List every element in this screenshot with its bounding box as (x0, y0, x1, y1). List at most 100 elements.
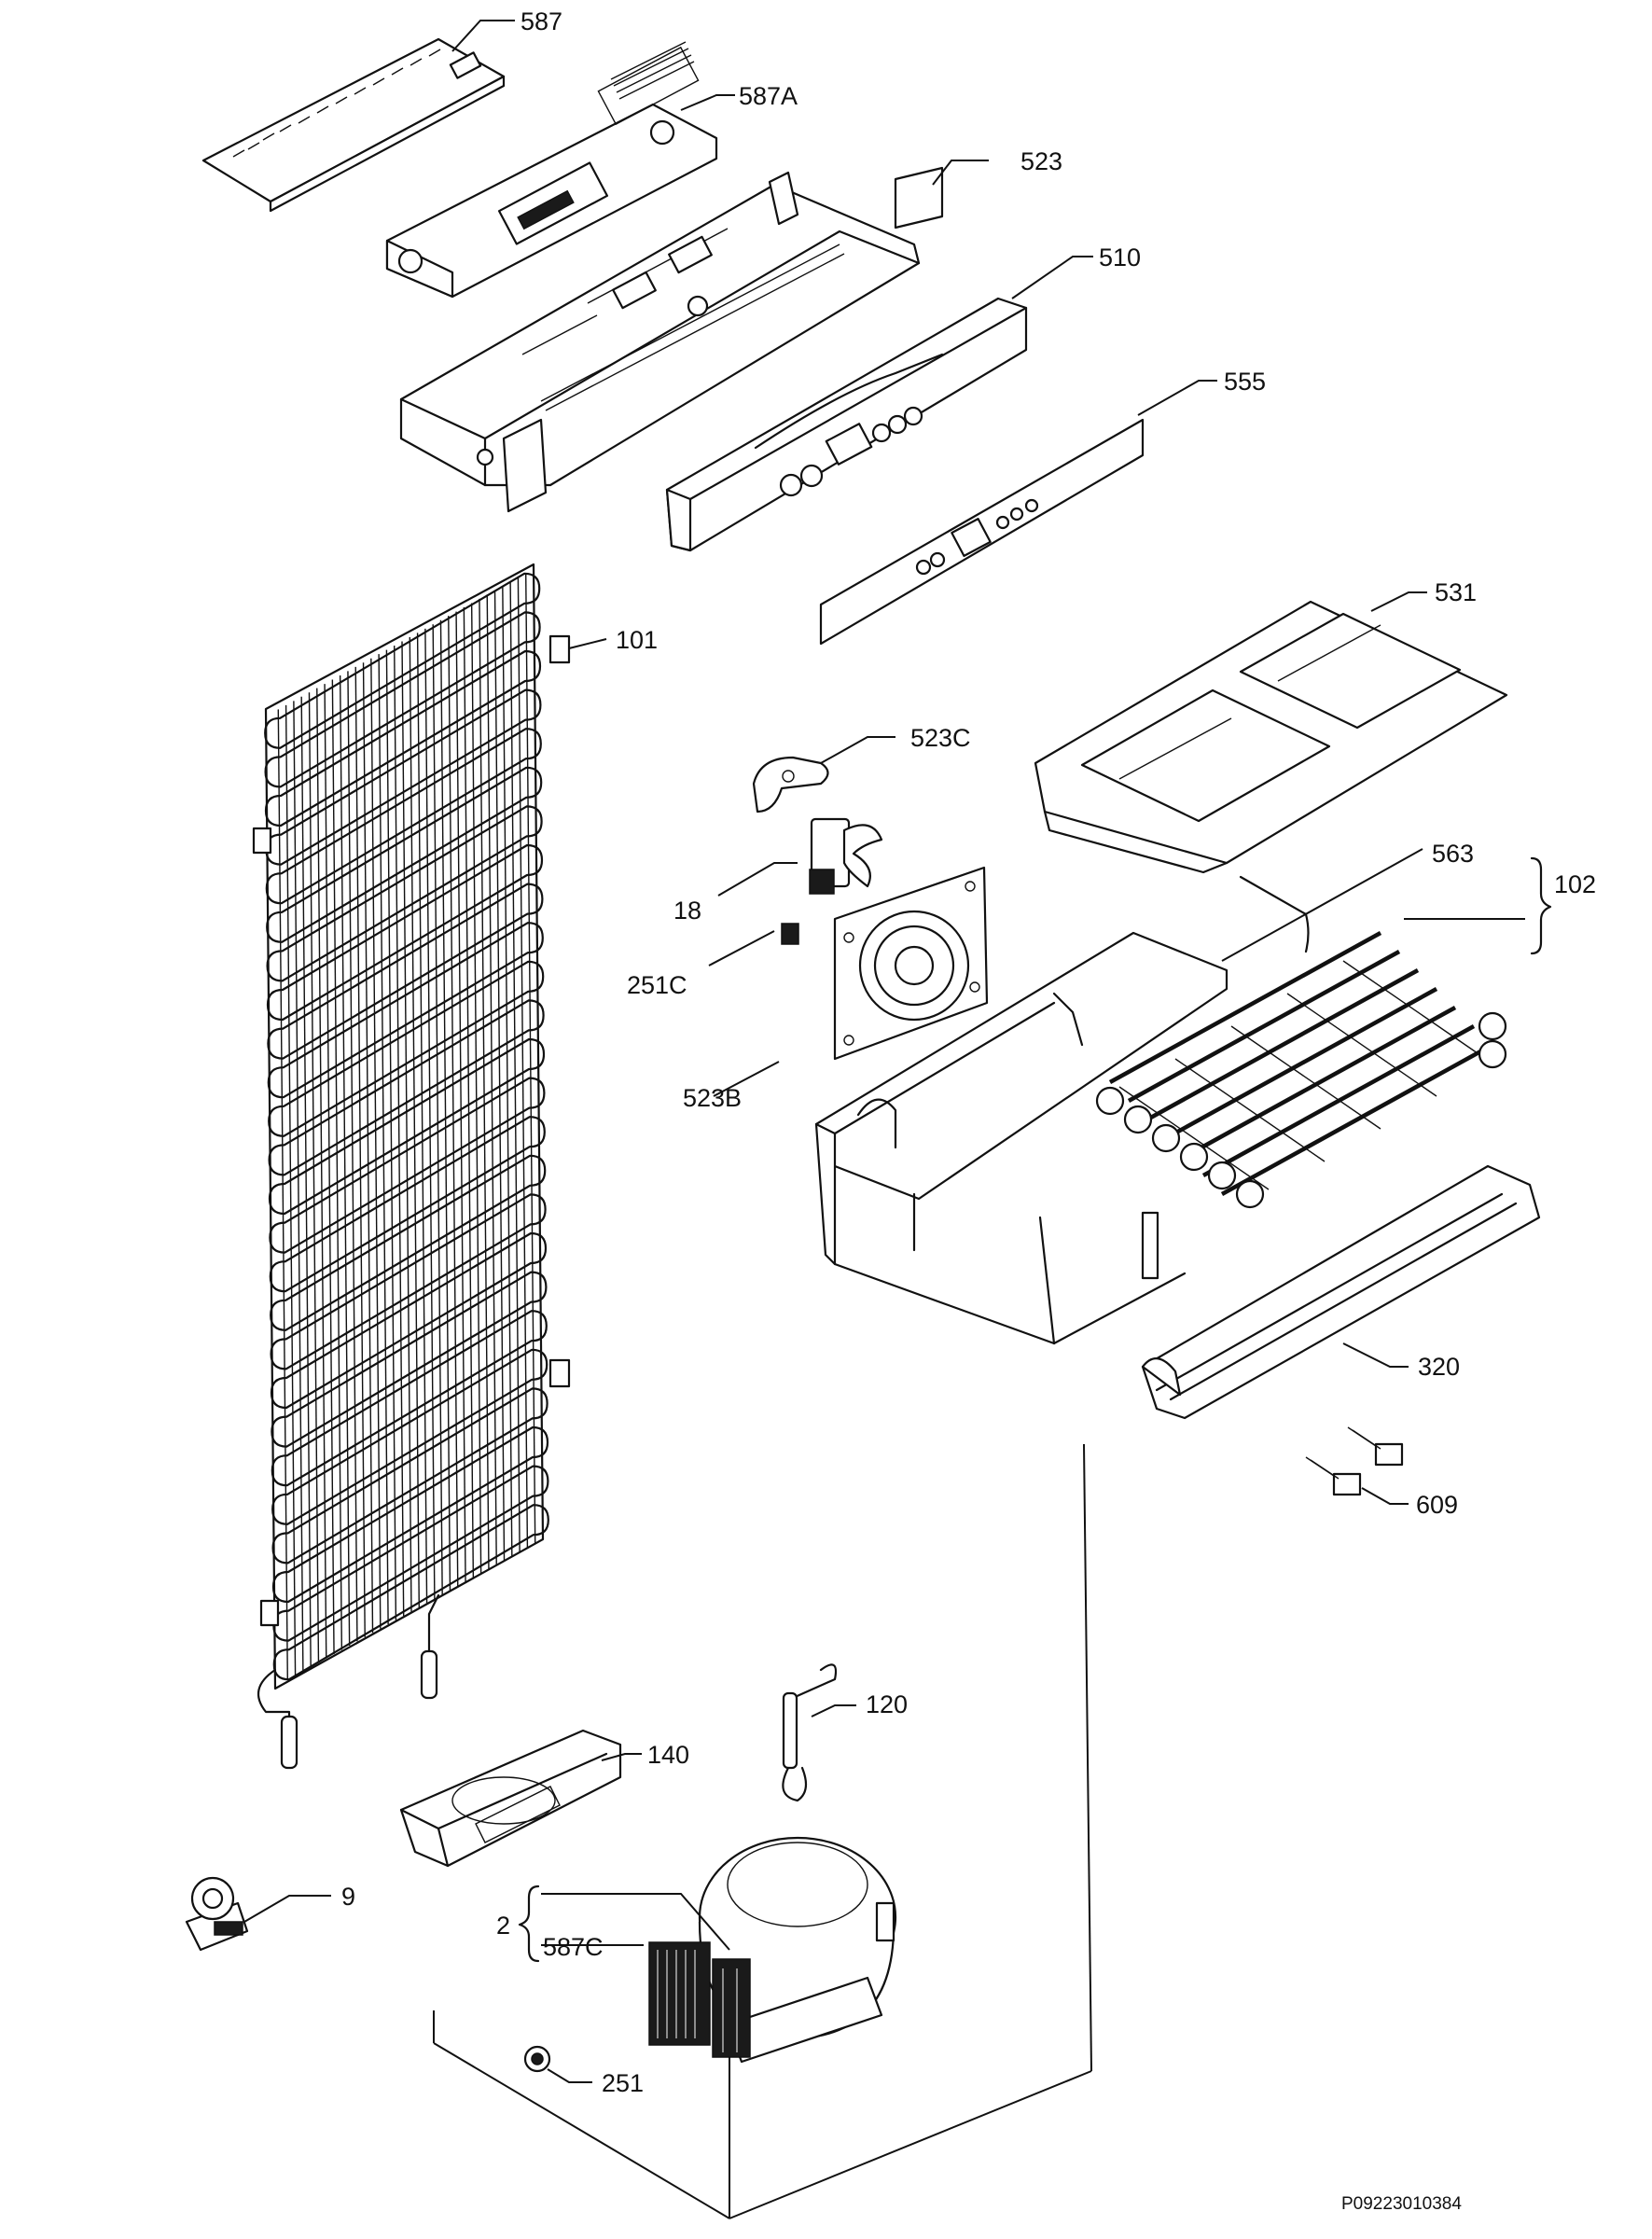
callout-587c: 587C (543, 1933, 604, 1961)
callout-2: 2 (496, 1912, 510, 1940)
condenser-tube-loop (269, 1116, 546, 1293)
condenser-tube-loop (266, 805, 543, 982)
callout-18: 18 (673, 897, 701, 925)
condenser-tube-loop (271, 1348, 548, 1525)
condenser-tube-loop (266, 843, 544, 1022)
condenser-wire (308, 692, 320, 1663)
callout-120: 120 (866, 1690, 908, 1718)
callout-9: 9 (341, 1883, 355, 1911)
condenser-wire (354, 666, 366, 1637)
cabinet-outline (433, 1443, 1092, 2219)
condenser-tube-loop (267, 883, 544, 1060)
brace-2 (518, 1884, 540, 1963)
callout-523c: 523C (910, 724, 971, 752)
reference-code: P09223010384 (1341, 2194, 1462, 2214)
condenser-wire (285, 704, 297, 1676)
condenser-wire (439, 619, 451, 1591)
condenser-wire (486, 594, 497, 1565)
condenser-wire (385, 649, 397, 1620)
condenser-tube-loop (264, 649, 542, 827)
condenser-wire (362, 662, 374, 1634)
condenser-tube-loop (270, 1231, 548, 1410)
condenser-wire (517, 577, 529, 1549)
condenser-wire (378, 654, 389, 1625)
part-531-cover[interactable] (1034, 600, 1508, 874)
callout-labels: 587 587A 523 510 555 531 101 523C 18 251… (341, 7, 1596, 2214)
callout-587: 587 (521, 7, 562, 35)
condenser-wire (293, 701, 304, 1672)
condenser-wire (493, 590, 506, 1561)
condenser-tube-loop (272, 1504, 549, 1681)
condenser-wire (277, 709, 288, 1680)
condenser-wire (448, 616, 459, 1587)
part-523c-bracket[interactable] (752, 756, 829, 814)
condenser-wire (424, 628, 436, 1599)
part-251c-clip[interactable] (781, 923, 799, 945)
part-563-evaporator-housing[interactable] (814, 931, 1229, 1345)
condenser-wire (416, 633, 428, 1604)
condenser-wire (347, 671, 358, 1642)
callout-251: 251 (602, 2069, 644, 2097)
part-18-fan-motor[interactable] (809, 817, 883, 895)
condenser-wire (316, 688, 327, 1659)
condenser-wire (370, 658, 382, 1629)
condenser-wire (479, 598, 490, 1569)
callout-555: 555 (1224, 368, 1266, 396)
condenser-wire (409, 636, 420, 1607)
callout-523b: 523B (683, 1084, 742, 1112)
callout-102: 102 (1554, 870, 1596, 898)
part-102-evaporator-coil[interactable] (1095, 875, 1507, 1209)
part-587c-relay[interactable] (648, 1941, 751, 2058)
condenser-tube-loop (271, 1387, 548, 1565)
condenser-wire (455, 611, 466, 1582)
callout-251c: 251C (627, 971, 687, 999)
brace-102 (1530, 856, 1552, 955)
part-320-front-trim[interactable] (1141, 1164, 1541, 1420)
condenser-wire (324, 684, 335, 1655)
condenser-tube-loop (268, 999, 545, 1176)
part-101-condenser[interactable] (252, 563, 571, 1770)
condenser-tube-loop (270, 1193, 547, 1370)
condenser-tube-loop (269, 1077, 546, 1254)
callout-523: 523 (1020, 147, 1062, 175)
callout-609: 609 (1416, 1491, 1458, 1519)
part-251-grommet[interactable] (523, 2045, 551, 2073)
callout-320: 320 (1418, 1353, 1460, 1381)
condenser-wire (401, 641, 412, 1612)
callout-587a: 587A (739, 82, 798, 110)
condenser-tube-loop (264, 611, 541, 788)
part-609-connectors[interactable] (1305, 1426, 1404, 1496)
condenser-wire (339, 674, 351, 1646)
condenser-wire (463, 607, 475, 1578)
callout-510: 510 (1099, 243, 1141, 271)
condenser-wire (300, 696, 312, 1667)
condenser-tube-loop (264, 572, 541, 749)
leader-lines (243, 20, 1525, 2083)
condenser-wire (432, 624, 443, 1595)
condenser-tube-loop (268, 1037, 546, 1216)
condenser-tube-loop (271, 1310, 548, 1487)
part-9-clamp[interactable] (185, 1876, 249, 1952)
part-555-display-panel[interactable] (819, 418, 1145, 646)
condenser-tube-loop (271, 1425, 549, 1604)
condenser-tube-loop (265, 728, 542, 905)
part-587-control-board[interactable] (201, 37, 506, 213)
callout-140: 140 (647, 1741, 689, 1769)
condenser-tube-loop (268, 960, 545, 1137)
part-587a-bracket[interactable] (385, 41, 718, 299)
condenser-tube-loop (267, 922, 544, 1099)
part-523-control-housing[interactable] (399, 166, 944, 513)
part-140-drip-tray[interactable] (399, 1729, 622, 1868)
condenser-wire (470, 603, 482, 1574)
condenser-tube-loop (270, 1154, 547, 1331)
condenser-wire (525, 573, 536, 1544)
condenser-wire (394, 646, 405, 1617)
part-120-drier[interactable] (782, 1663, 838, 1802)
part-523b-fan-plate[interactable] (833, 866, 989, 1061)
condenser-wire (502, 586, 513, 1557)
callout-101: 101 (616, 626, 658, 654)
condenser-wire (331, 679, 343, 1650)
condenser-tube-loop (266, 766, 543, 943)
part-510-display-frame[interactable] (665, 297, 1028, 552)
